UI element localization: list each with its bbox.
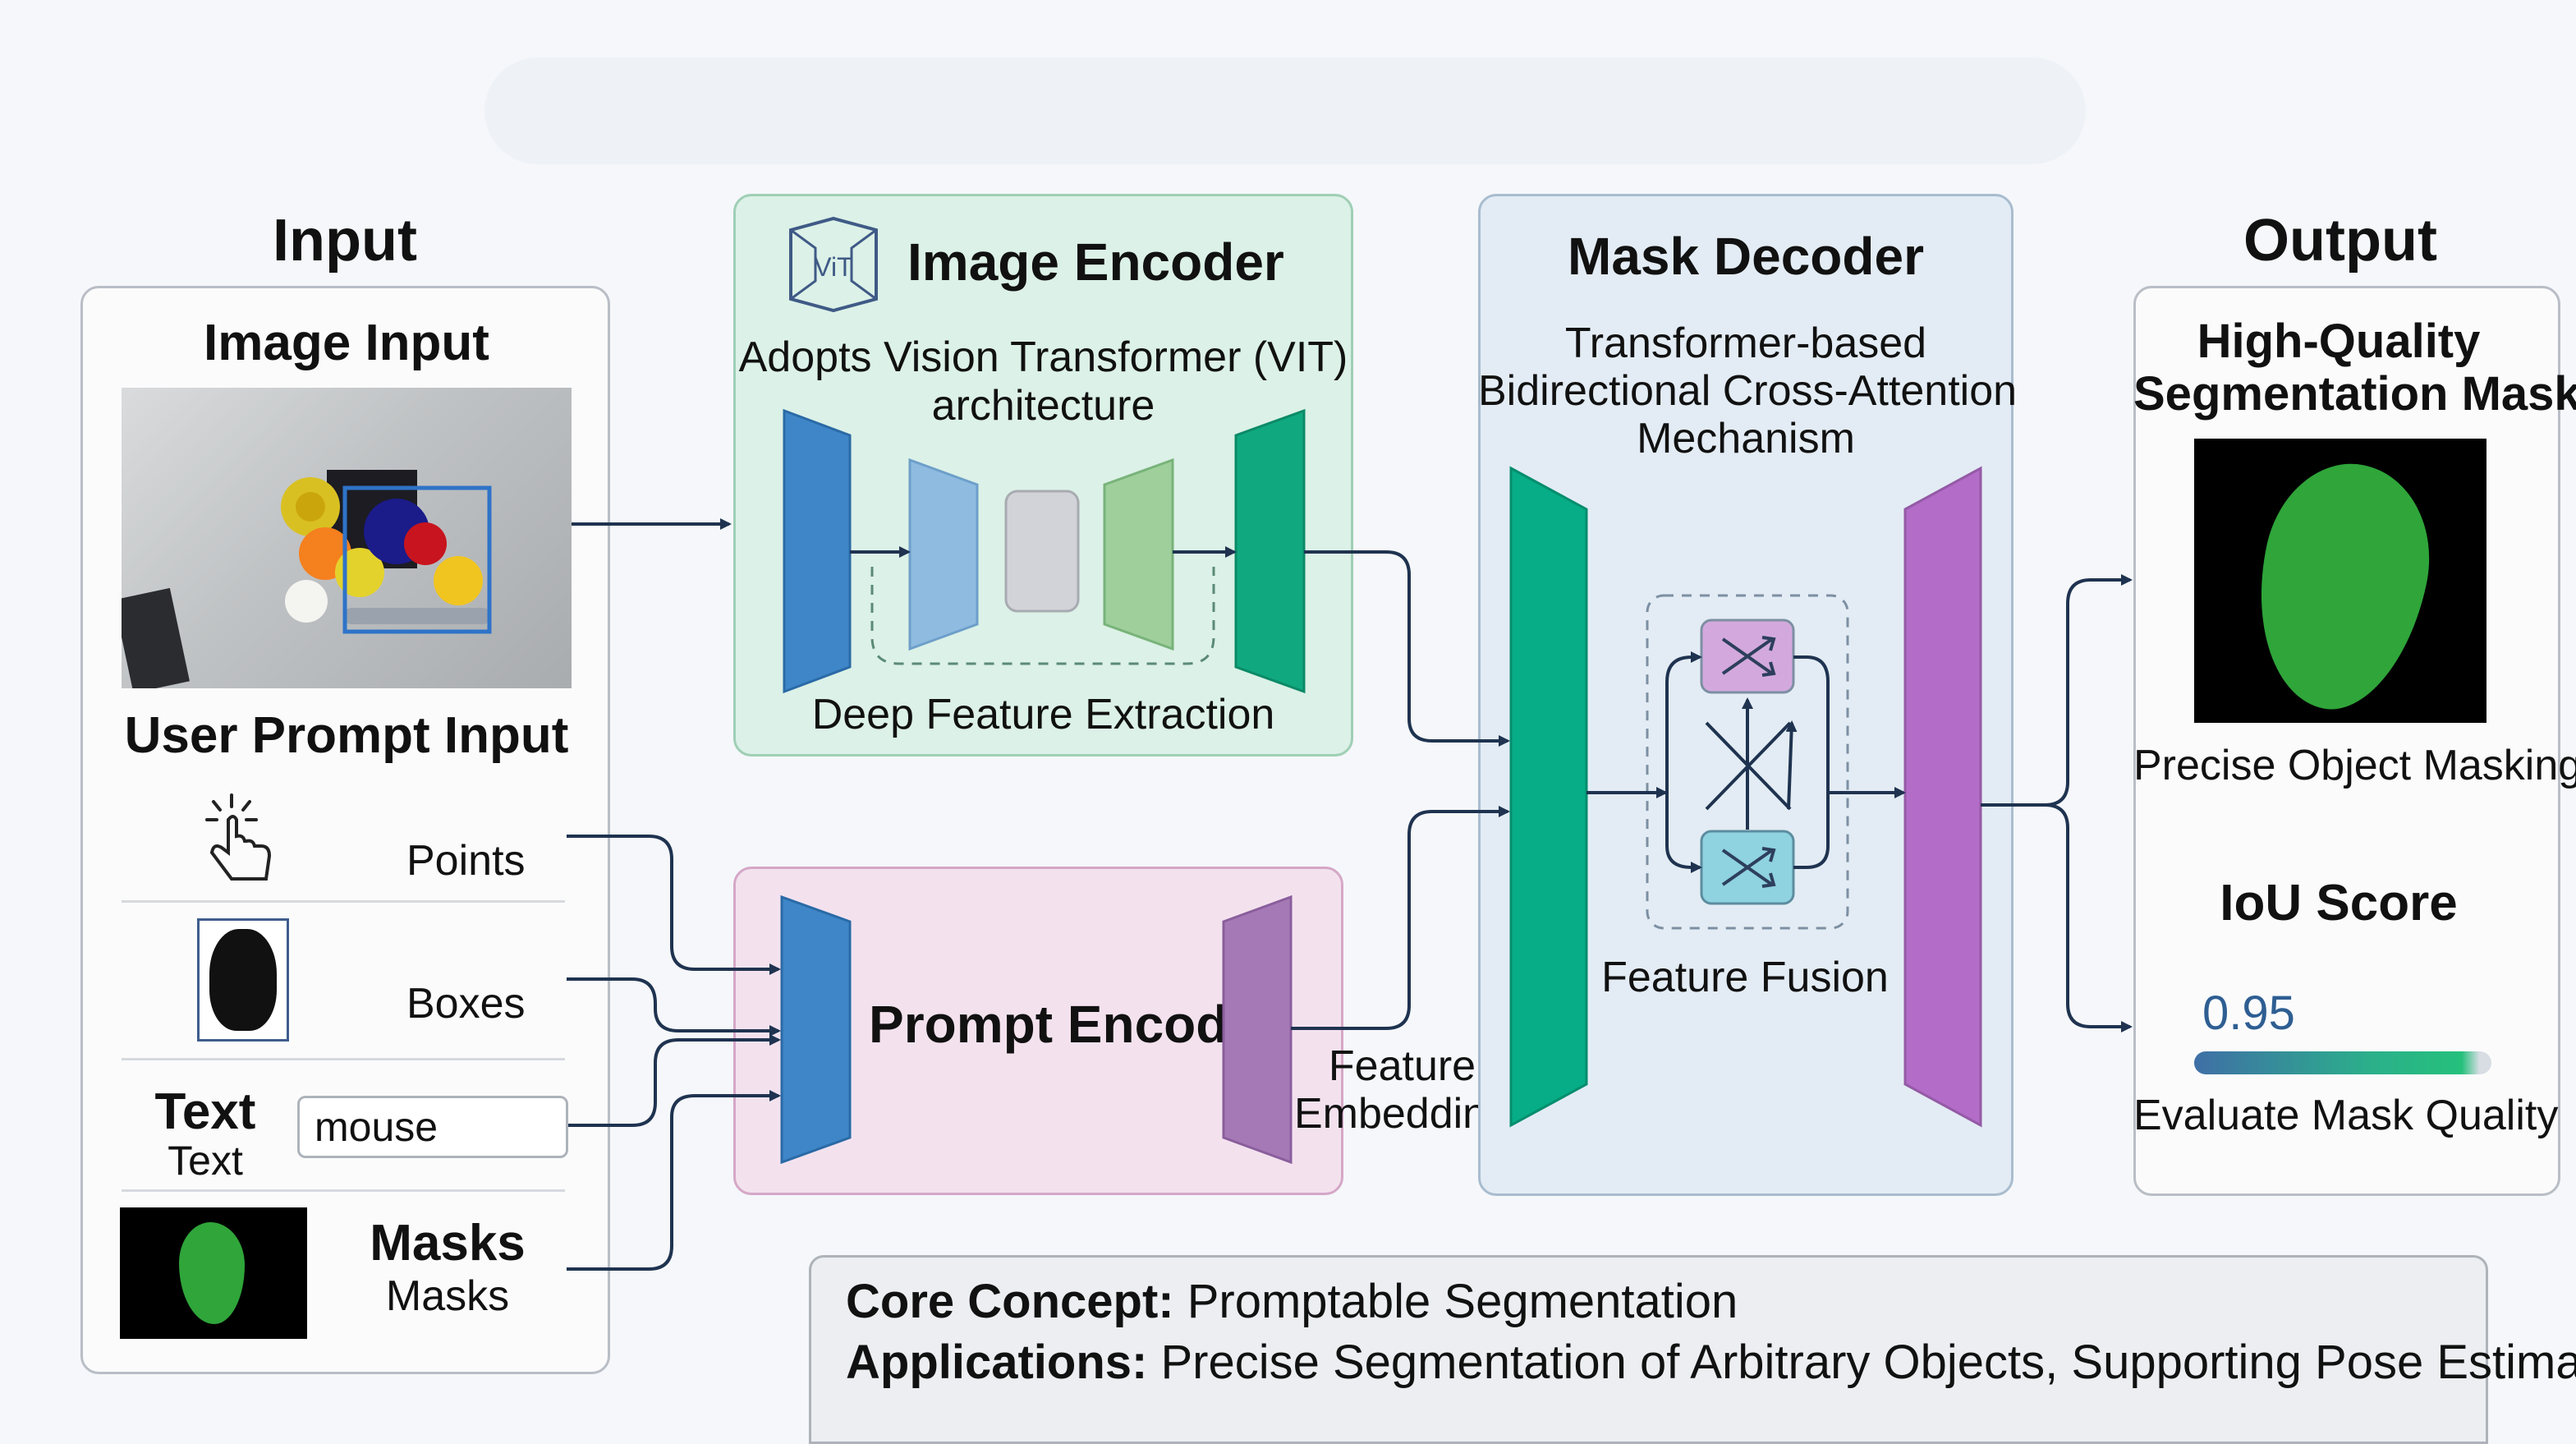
boxes-label: Boxes — [406, 980, 526, 1028]
prompt-block-output — [1222, 894, 1293, 1165]
hq-masks-line2: Segmentation Masks — [2133, 367, 2576, 421]
image-input-label: Image Input — [204, 315, 489, 371]
fusion-loop-right — [1793, 655, 1830, 793]
user-prompt-input-label: User Prompt Input — [124, 707, 569, 764]
divider-points — [122, 900, 565, 903]
pointer-hand-icon — [205, 793, 272, 881]
encoder-block-core — [1004, 490, 1080, 613]
mask-decoder-title: Mask Decoder — [1568, 227, 1924, 286]
photo-objects-illustration — [122, 470, 492, 688]
applications-label: Applications: — [846, 1336, 1148, 1389]
mask-decoder-desc-line3: Mechanism — [1637, 415, 1855, 462]
text-prompt-title: Text — [154, 1083, 256, 1140]
input-photo — [122, 388, 572, 688]
hq-masks-line1: High-Quality — [2197, 315, 2481, 368]
decoder-block-input — [1509, 466, 1588, 1128]
shuffle-icon-top — [1721, 636, 1776, 677]
arrow-decoder-to-iou — [1981, 803, 2133, 1032]
applications-value: Precise Segmentation of Arbitrary Object… — [1147, 1336, 2576, 1389]
shuffle-icon-bottom — [1721, 847, 1776, 888]
box-prompt-thumbnail — [197, 918, 289, 1042]
mouse-shape — [209, 929, 277, 1031]
mask-prompt-thumbnail — [120, 1207, 307, 1339]
feature-embedding-line2: Embedding — [1293, 1090, 1511, 1138]
arrow-prompt-to-decoder — [1291, 806, 1510, 1030]
mask-decoder-desc-line1: Transformer-based — [1564, 320, 1927, 367]
fusion-loop-left-bottom — [1665, 793, 1702, 873]
masks-prompt-title: Masks — [370, 1215, 526, 1272]
image-encoder-desc-line1: Adopts Vision Transformer (VIT) — [738, 333, 1348, 381]
output-panel — [2133, 286, 2560, 1196]
mask-decoder-desc-line2: Bidirectional Cross-Attention — [1478, 367, 2018, 415]
prompt-block-input — [780, 894, 852, 1165]
image-encoder-desc-line2: architecture — [931, 382, 1155, 430]
vit-logo-icon: ViT — [789, 216, 878, 313]
arrow-points-to-prompt — [567, 835, 781, 975]
image-encoder-title: Image Encoder — [907, 232, 1284, 292]
encoder-block-mid2 — [1103, 458, 1174, 651]
masks-prompt-sublabel: Masks — [385, 1272, 510, 1320]
feature-fusion-label: Feature Fusion — [1601, 954, 1889, 1001]
mask-blob — [179, 1222, 245, 1324]
arrow-masks-to-prompt — [567, 1090, 781, 1271]
deep-feature-extraction-label: Deep Feature Extraction — [811, 691, 1275, 738]
output-mask-image — [2194, 439, 2486, 723]
iou-score-value: 0.95 — [2202, 986, 2295, 1040]
decoder-block-output — [1903, 466, 1982, 1128]
text-prompt-sublabel: Text — [168, 1138, 243, 1184]
encoder-block-mid1 — [908, 458, 979, 651]
encoder-block-output — [1234, 408, 1306, 694]
iou-score-bar — [2194, 1051, 2491, 1074]
divider-boxes — [122, 1058, 565, 1060]
applications-line: Applications: Precise Segmentation of Ar… — [846, 1335, 2576, 1390]
core-concept-box: Core Concept: Promptable Segmentation Ap… — [809, 1255, 2576, 1444]
iou-score-title: IoU Score — [2220, 875, 2458, 931]
points-label: Points — [406, 837, 526, 885]
cross-attention-lines — [1705, 697, 1798, 830]
core-concept-value: Promptable Segmentation — [1173, 1275, 1738, 1328]
fusion-dashed-box — [1646, 594, 1849, 930]
prompt-encoder-title: Prompt Encoder — [869, 995, 1278, 1054]
divider-text — [122, 1189, 565, 1192]
input-title: Input — [273, 208, 417, 274]
arrow-decoder-to-mask-output — [1981, 574, 2133, 807]
output-title: Output — [2243, 208, 2437, 274]
precise-masking-label: Precise Object Masking — [2133, 742, 2576, 789]
fusion-loop-left — [1665, 651, 1702, 793]
core-concept-label: Core Concept: — [846, 1275, 1174, 1328]
encoder-skip-dashed — [870, 567, 1215, 665]
encoder-block-input — [783, 408, 852, 694]
core-concept-line: Core Concept: Promptable Segmentation — [846, 1274, 1738, 1329]
arrow-text-to-prompt — [568, 1034, 781, 1127]
arrow-boxes-to-prompt — [567, 977, 781, 1037]
feature-embedding-line1: Feature — [1328, 1042, 1476, 1090]
arrow-encoder-to-decoder — [1304, 550, 1510, 747]
text-prompt-input[interactable]: mouse — [297, 1096, 568, 1158]
evaluate-quality-label: Evaluate Mask Quality — [2133, 1092, 2559, 1139]
header-banner — [484, 57, 2086, 164]
fusion-loop-right-bottom — [1793, 793, 1830, 869]
vit-logo-text: ViT — [814, 252, 852, 282]
